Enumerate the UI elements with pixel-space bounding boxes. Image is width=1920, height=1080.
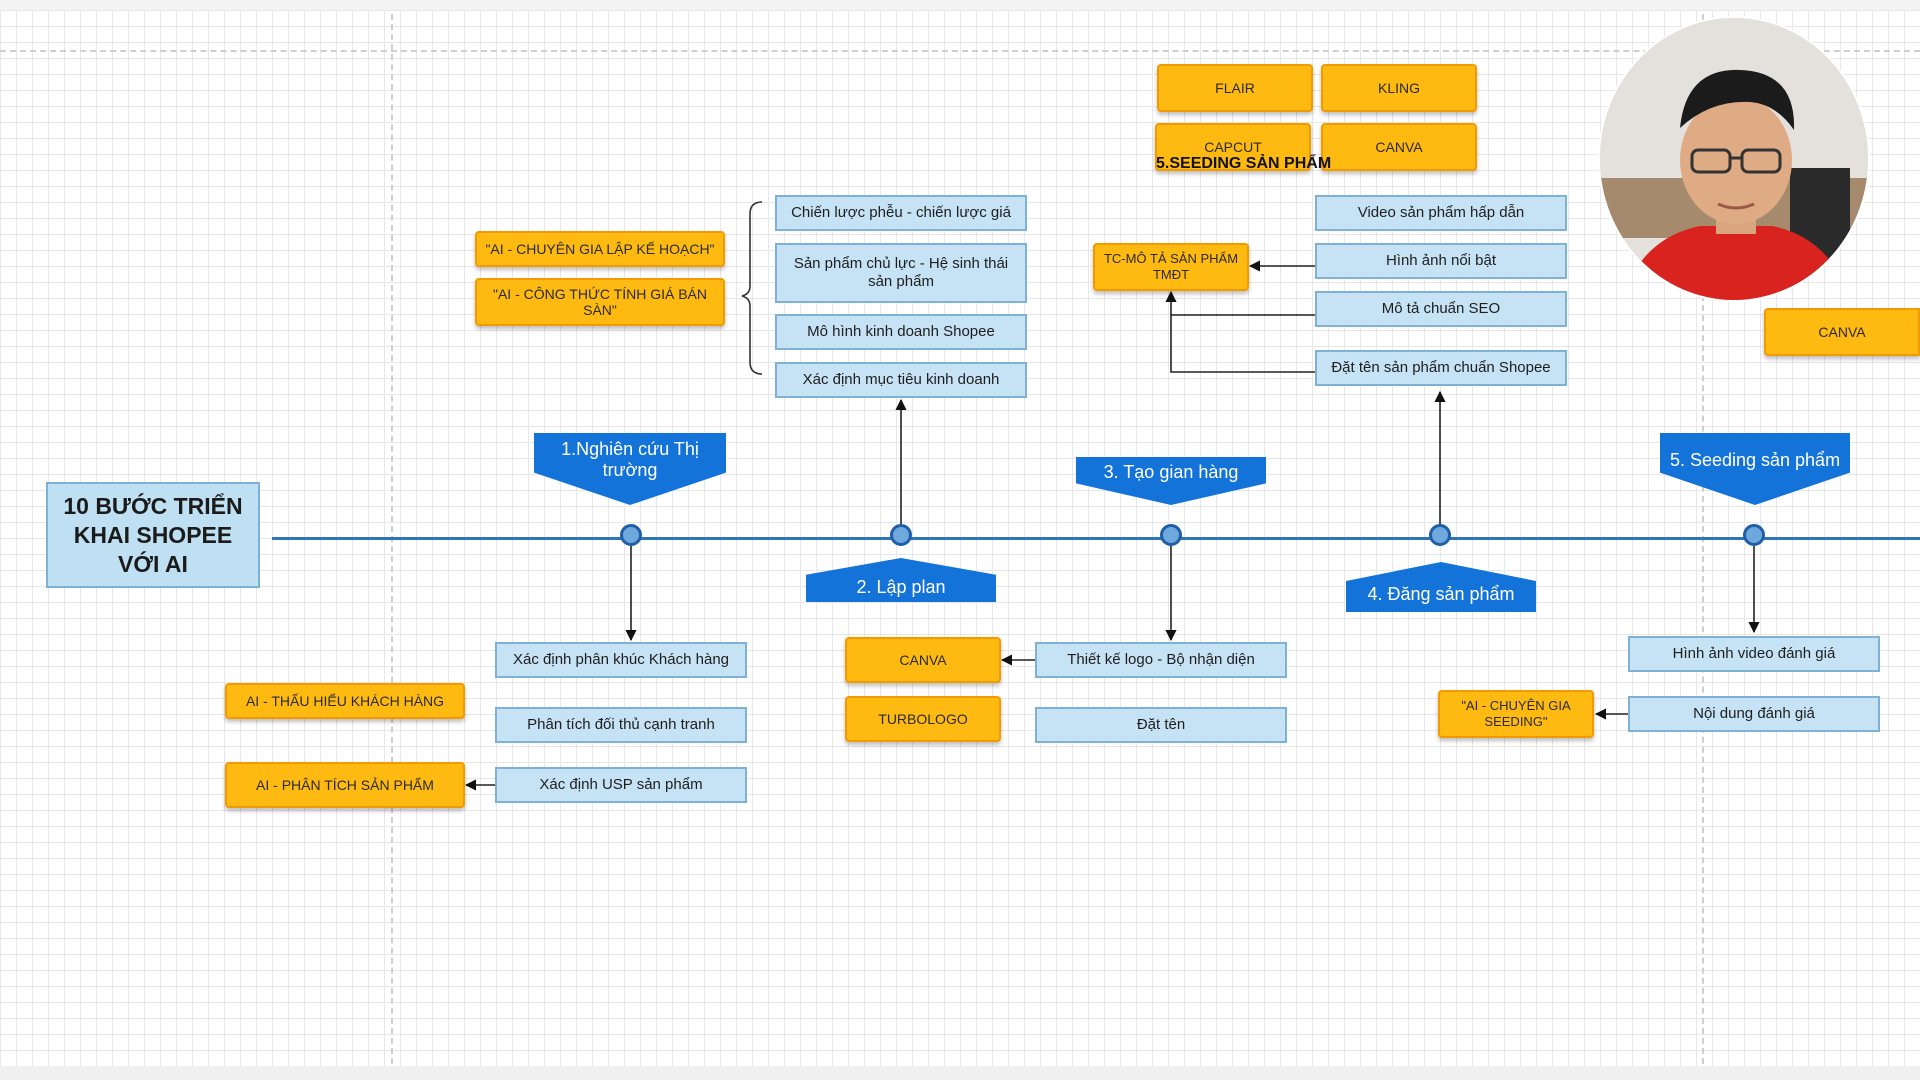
kling-tool-box[interactable]: KLING: [1321, 64, 1477, 112]
canva-top-tool-box[interactable]: CANVA: [1321, 123, 1477, 171]
connector-seo-naming: [1170, 314, 1315, 373]
timeline-node-3[interactable]: [1160, 524, 1182, 546]
research-usp-box[interactable]: Xác định USP sản phẩm: [495, 767, 747, 803]
ai-customer-box[interactable]: AI - THẤU HIỂU KHÁCH HÀNG: [225, 683, 465, 719]
timeline-node-5[interactable]: [1743, 524, 1765, 546]
seeding-overlap-label: 5.SEEDING SẢN PHẨM: [1156, 155, 1332, 172]
timeline: [272, 537, 1920, 540]
store-name-box[interactable]: Đặt tên: [1035, 707, 1287, 743]
store-logo-box[interactable]: Thiết kế logo - Bộ nhận diện: [1035, 642, 1287, 678]
ai-product-desc-box[interactable]: TC-MÔ TẢ SẢN PHẨM TMĐT: [1093, 243, 1249, 291]
research-competitor-box[interactable]: Phân tích đối thủ cạnh tranh: [495, 707, 747, 743]
plan-model-box[interactable]: Mô hình kinh doanh Shopee: [775, 314, 1027, 350]
seeding-content-box[interactable]: Nội dung đánh giá: [1628, 696, 1880, 732]
ai-pricing-box[interactable]: "AI - CÔNG THỨC TÍNH GIÁ BÁN SÀN": [475, 278, 725, 326]
seeding-media-box[interactable]: Hình ảnh video đánh giá: [1628, 636, 1880, 672]
post-naming-box[interactable]: Đặt tên sản phẩm chuẩn Shopee: [1315, 350, 1567, 386]
bracket: [741, 201, 763, 375]
page-break-line: [0, 50, 1920, 52]
ai-seeding-box[interactable]: "AI - CHUYÊN GIA SEEDING": [1438, 690, 1594, 738]
timeline-node-2[interactable]: [890, 524, 912, 546]
post-video-box[interactable]: Video sản phẩm hấp dẫn: [1315, 195, 1567, 231]
research-segment-box[interactable]: Xác định phân khúc Khách hàng: [495, 642, 747, 678]
bottom-strip: [0, 1066, 1920, 1080]
ai-product-box[interactable]: AI - PHÂN TÍCH SẢN PHẨM: [225, 762, 465, 808]
timeline-node-4[interactable]: [1429, 524, 1451, 546]
presenter-avatar: [1600, 18, 1868, 300]
timeline-node-1[interactable]: [620, 524, 642, 546]
webcam-overlay: [1598, 16, 1870, 302]
flair-tool-box[interactable]: FLAIR: [1157, 64, 1313, 112]
post-seo-box[interactable]: Mô tả chuẩn SEO: [1315, 291, 1567, 327]
post-image-box[interactable]: Hình ảnh nổi bật: [1315, 243, 1567, 279]
ai-planner-box[interactable]: "AI - CHUYÊN GIA LẬP KẾ HOẠCH": [475, 231, 725, 267]
capcut-tool-box[interactable]: CAPCUT: [1155, 123, 1311, 171]
turbologo-tool-box[interactable]: TURBOLOGO: [845, 696, 1001, 742]
plan-funnel-box[interactable]: Chiến lược phễu - chiến lược giá: [775, 195, 1027, 231]
plan-core-box[interactable]: Sản phẩm chủ lực - Hệ sinh thái sản phẩm: [775, 243, 1027, 303]
canva-tool-box[interactable]: CANVA: [845, 637, 1001, 683]
plan-goal-box[interactable]: Xác định mục tiêu kinh doanh: [775, 362, 1027, 398]
canva-right-tool-box[interactable]: CANVA: [1764, 308, 1920, 356]
diagram-title[interactable]: 10 BƯỚC TRIỂN KHAI SHOPEE VỚI AI: [46, 482, 260, 588]
